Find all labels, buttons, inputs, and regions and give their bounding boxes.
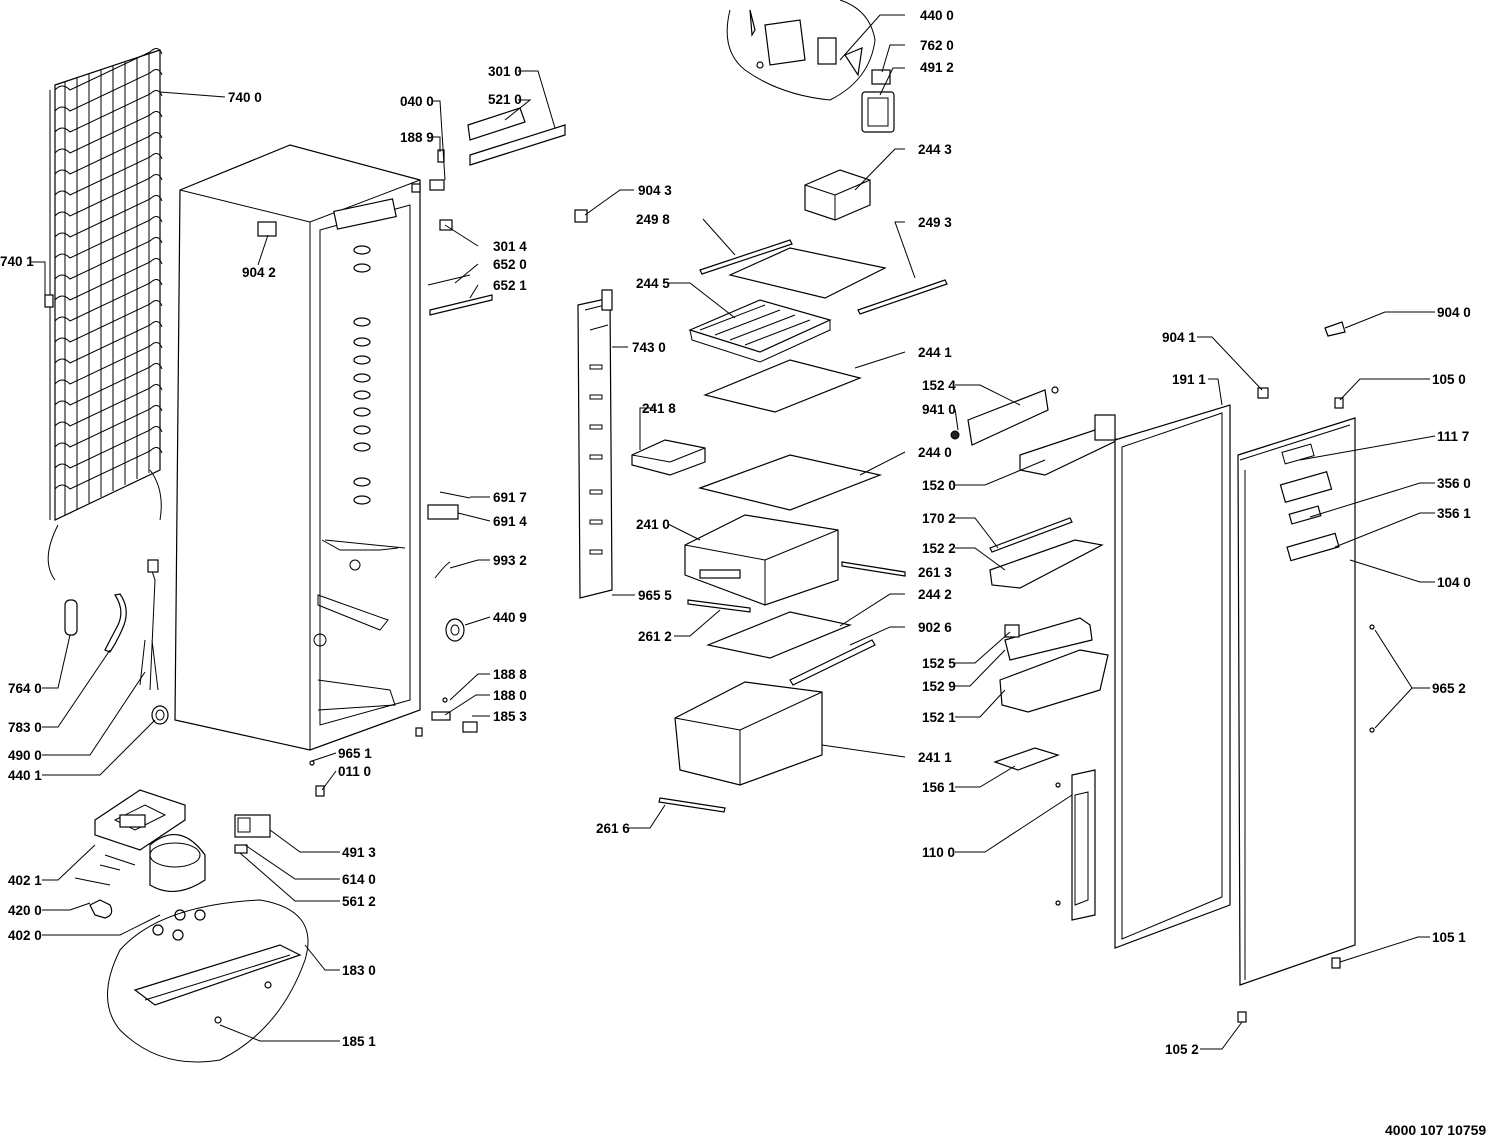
label-241-1: 241 1 bbox=[918, 750, 952, 765]
door-panel-part bbox=[1237, 321, 1375, 1023]
label-244-5: 244 5 bbox=[636, 276, 670, 291]
label-110-0: 110 0 bbox=[922, 845, 955, 860]
base-plate-group bbox=[107, 899, 309, 1063]
label-185-3: 185 3 bbox=[493, 709, 527, 724]
label-249-8: 249 8 bbox=[636, 212, 670, 227]
middle-small-parts bbox=[309, 491, 478, 797]
label-183-0: 183 0 bbox=[342, 963, 376, 978]
label-743-0: 743 0 bbox=[632, 340, 666, 355]
label-188-0: 188 0 bbox=[493, 688, 527, 703]
label-104-0: 104 0 bbox=[1437, 575, 1471, 590]
document-number: 4000 107 10759 bbox=[1385, 1122, 1486, 1138]
label-156-1: 156 1 bbox=[922, 780, 956, 795]
label-261-3: 261 3 bbox=[918, 565, 952, 580]
door-gasket-part bbox=[1114, 404, 1231, 949]
label-191-1: 191 1 bbox=[1172, 372, 1206, 387]
label-904-2: 904 2 bbox=[242, 265, 276, 280]
label-244-0: 244 0 bbox=[918, 445, 952, 460]
fan-assembly-group bbox=[726, 0, 895, 133]
label-244-3: 244 3 bbox=[918, 142, 952, 157]
label-402-0: 402 0 bbox=[8, 928, 42, 943]
label-491-2: 491 2 bbox=[920, 60, 954, 75]
label-491-3: 491 3 bbox=[342, 845, 376, 860]
shelf-parts bbox=[574, 169, 948, 813]
label-904-3: 904 3 bbox=[638, 183, 672, 198]
label-301-4: 301 4 bbox=[493, 239, 527, 254]
label-105-0: 105 0 bbox=[1432, 372, 1466, 387]
label-356-0: 356 0 bbox=[1437, 476, 1471, 491]
label-152-9: 152 9 bbox=[922, 679, 956, 694]
label-740-1: 740 1 bbox=[0, 254, 34, 269]
label-356-1: 356 1 bbox=[1437, 506, 1471, 521]
label-188-8: 188 8 bbox=[493, 667, 527, 682]
label-965-2: 965 2 bbox=[1432, 681, 1466, 696]
label-105-1: 105 1 bbox=[1432, 930, 1466, 945]
label-241-0: 241 0 bbox=[636, 517, 670, 532]
label-652-0: 652 0 bbox=[493, 257, 527, 272]
label-301-0: 301 0 bbox=[488, 64, 522, 79]
label-783-0: 783 0 bbox=[8, 720, 42, 735]
label-941-0: 941 0 bbox=[922, 402, 956, 417]
label-440-9: 440 9 bbox=[493, 610, 527, 625]
label-152-0: 152 0 bbox=[922, 478, 956, 493]
label-105-2: 105 2 bbox=[1165, 1042, 1199, 1057]
label-244-1: 244 1 bbox=[918, 345, 952, 360]
door-balcony-parts bbox=[950, 386, 1120, 771]
label-904-0: 904 0 bbox=[1437, 305, 1471, 320]
compressor-group bbox=[74, 789, 271, 941]
label-614-0: 614 0 bbox=[342, 872, 376, 887]
label-561-2: 561 2 bbox=[342, 894, 376, 909]
condenser-part bbox=[44, 48, 163, 581]
label-965-1: 965 1 bbox=[338, 746, 372, 761]
label-152-5: 152 5 bbox=[922, 656, 956, 671]
label-244-2: 244 2 bbox=[918, 587, 952, 602]
label-902-6: 902 6 bbox=[918, 620, 952, 635]
label-152-2: 152 2 bbox=[922, 541, 956, 556]
leader-lines bbox=[30, 14, 1436, 1050]
label-011-0: 011 0 bbox=[338, 764, 371, 779]
label-440-1: 440 1 bbox=[8, 768, 42, 783]
label-691-7: 691 7 bbox=[493, 490, 527, 505]
label-521-0: 521 0 bbox=[488, 92, 522, 107]
door-handle-part bbox=[1055, 769, 1096, 921]
label-152-1: 152 1 bbox=[922, 710, 956, 725]
label-152-4: 152 4 bbox=[922, 378, 956, 393]
cabinet-part bbox=[174, 144, 421, 751]
small-left-parts bbox=[64, 559, 169, 725]
label-652-1: 652 1 bbox=[493, 278, 527, 293]
label-420-0: 420 0 bbox=[8, 903, 42, 918]
label-241-8: 241 8 bbox=[642, 401, 676, 416]
label-188-9: 188 9 bbox=[400, 130, 434, 145]
label-993-2: 993 2 bbox=[493, 553, 527, 568]
label-185-1: 185 1 bbox=[342, 1034, 376, 1049]
label-261-6: 261 6 bbox=[596, 821, 630, 836]
label-764-0: 764 0 bbox=[8, 681, 42, 696]
label-762-0: 762 0 bbox=[920, 38, 954, 53]
label-904-1: 904 1 bbox=[1162, 330, 1196, 345]
part-labels: 440 0 762 0 491 2 301 0 521 0 040 0 188 … bbox=[0, 8, 1486, 1138]
label-402-1: 402 1 bbox=[8, 873, 42, 888]
label-440-0: 440 0 bbox=[920, 8, 954, 23]
label-261-2: 261 2 bbox=[638, 629, 672, 644]
label-111-7: 111 7 bbox=[1437, 429, 1469, 444]
label-040-0: 040 0 bbox=[400, 94, 434, 109]
label-965-5: 965 5 bbox=[638, 588, 672, 603]
label-691-4: 691 4 bbox=[493, 514, 527, 529]
label-249-3: 249 3 bbox=[918, 215, 952, 230]
label-740-0: 740 0 bbox=[228, 90, 262, 105]
label-170-2: 170 2 bbox=[922, 511, 956, 526]
label-490-0: 490 0 bbox=[8, 748, 42, 763]
